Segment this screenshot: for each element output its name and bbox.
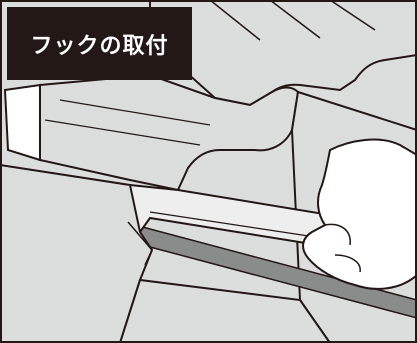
left-hand [5,85,40,160]
title-text: フックの取付 [30,28,168,60]
title-badge: フックの取付 [7,7,192,80]
